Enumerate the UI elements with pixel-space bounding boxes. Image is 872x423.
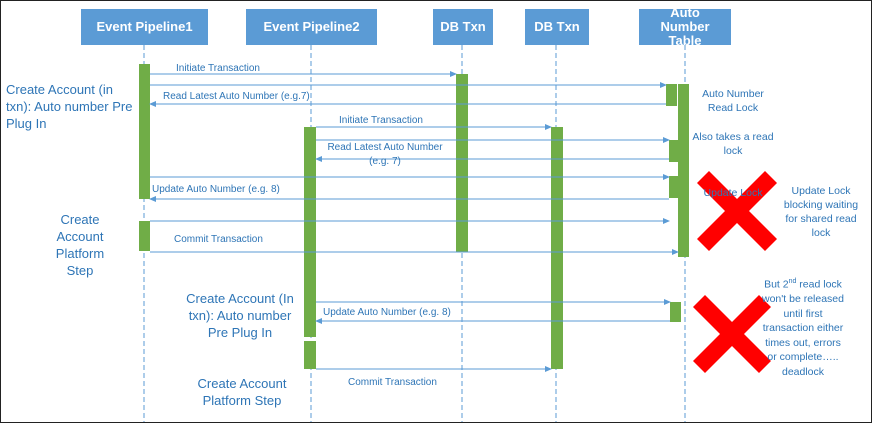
activation-bar: [304, 341, 316, 369]
activation-bar: [666, 84, 677, 106]
label-create-account-2: Create Account (In txn): Auto number Pre…: [186, 291, 294, 340]
note-update-lock-hidden: Update Lock: [703, 187, 763, 199]
msg-update-auto-number-1: Update Auto Number (e.g. 8): [152, 184, 280, 195]
activation-bar: [669, 140, 679, 162]
note-deadlock: But 2nd read lock won't be released unti…: [761, 275, 845, 379]
activation-bar: [551, 127, 563, 369]
participant-db-txn-1: DB Txn: [433, 9, 493, 45]
msg-initiate-transaction-2: Initiate Transaction: [339, 115, 423, 126]
cross-mark-2-stroke-b: [692, 294, 772, 374]
note-update-lock: Update Lock blocking waiting for shared …: [783, 185, 859, 239]
activation-bar: [456, 74, 468, 252]
note-deadlock-pre: But 2: [764, 278, 789, 291]
activation-bar: [678, 84, 689, 257]
msg-initiate-transaction-1: Initiate Transaction: [176, 63, 260, 74]
note-read-lock: Auto Number Read Lock: [702, 88, 764, 114]
activation-bar: [304, 127, 316, 337]
note-also-read-lock: Also takes a read lock: [692, 131, 774, 157]
participant-event-pipeline2: Event Pipeline2: [246, 9, 377, 45]
activation-bar: [669, 176, 679, 198]
msg-read-latest-2: Read Latest Auto Number (e.g. 7): [327, 142, 443, 167]
msg-update-auto-number-2: Update Auto Number (e.g. 8): [323, 307, 451, 318]
activation-bar: [670, 302, 681, 322]
label-platform-step-1: Create Account Platform Step: [55, 212, 105, 278]
activation-bar: [139, 221, 150, 251]
msg-read-latest-1: Read Latest Auto Number (e.g.7): [163, 91, 310, 102]
msg-commit-transaction-2: Commit Transaction: [348, 377, 437, 388]
label-create-account-1: Create Account (in txn): Auto number Pre…: [6, 82, 133, 131]
participant-event-pipeline1: Event Pipeline1: [81, 9, 208, 45]
label-platform-step-2: Create Account Platform Step: [197, 376, 287, 408]
activation-bar: [139, 64, 150, 199]
msg-commit-transaction-1: Commit Transaction: [174, 234, 263, 245]
note-deadlock-post: read lock won't be released until first …: [762, 278, 844, 378]
note-deadlock-sup: nd: [788, 278, 797, 285]
participant-auto-number-table: Auto Number Table: [639, 6, 731, 48]
participant-db-txn-2: DB Txn: [525, 9, 589, 45]
cross-mark-1-stroke-b: [696, 170, 778, 252]
